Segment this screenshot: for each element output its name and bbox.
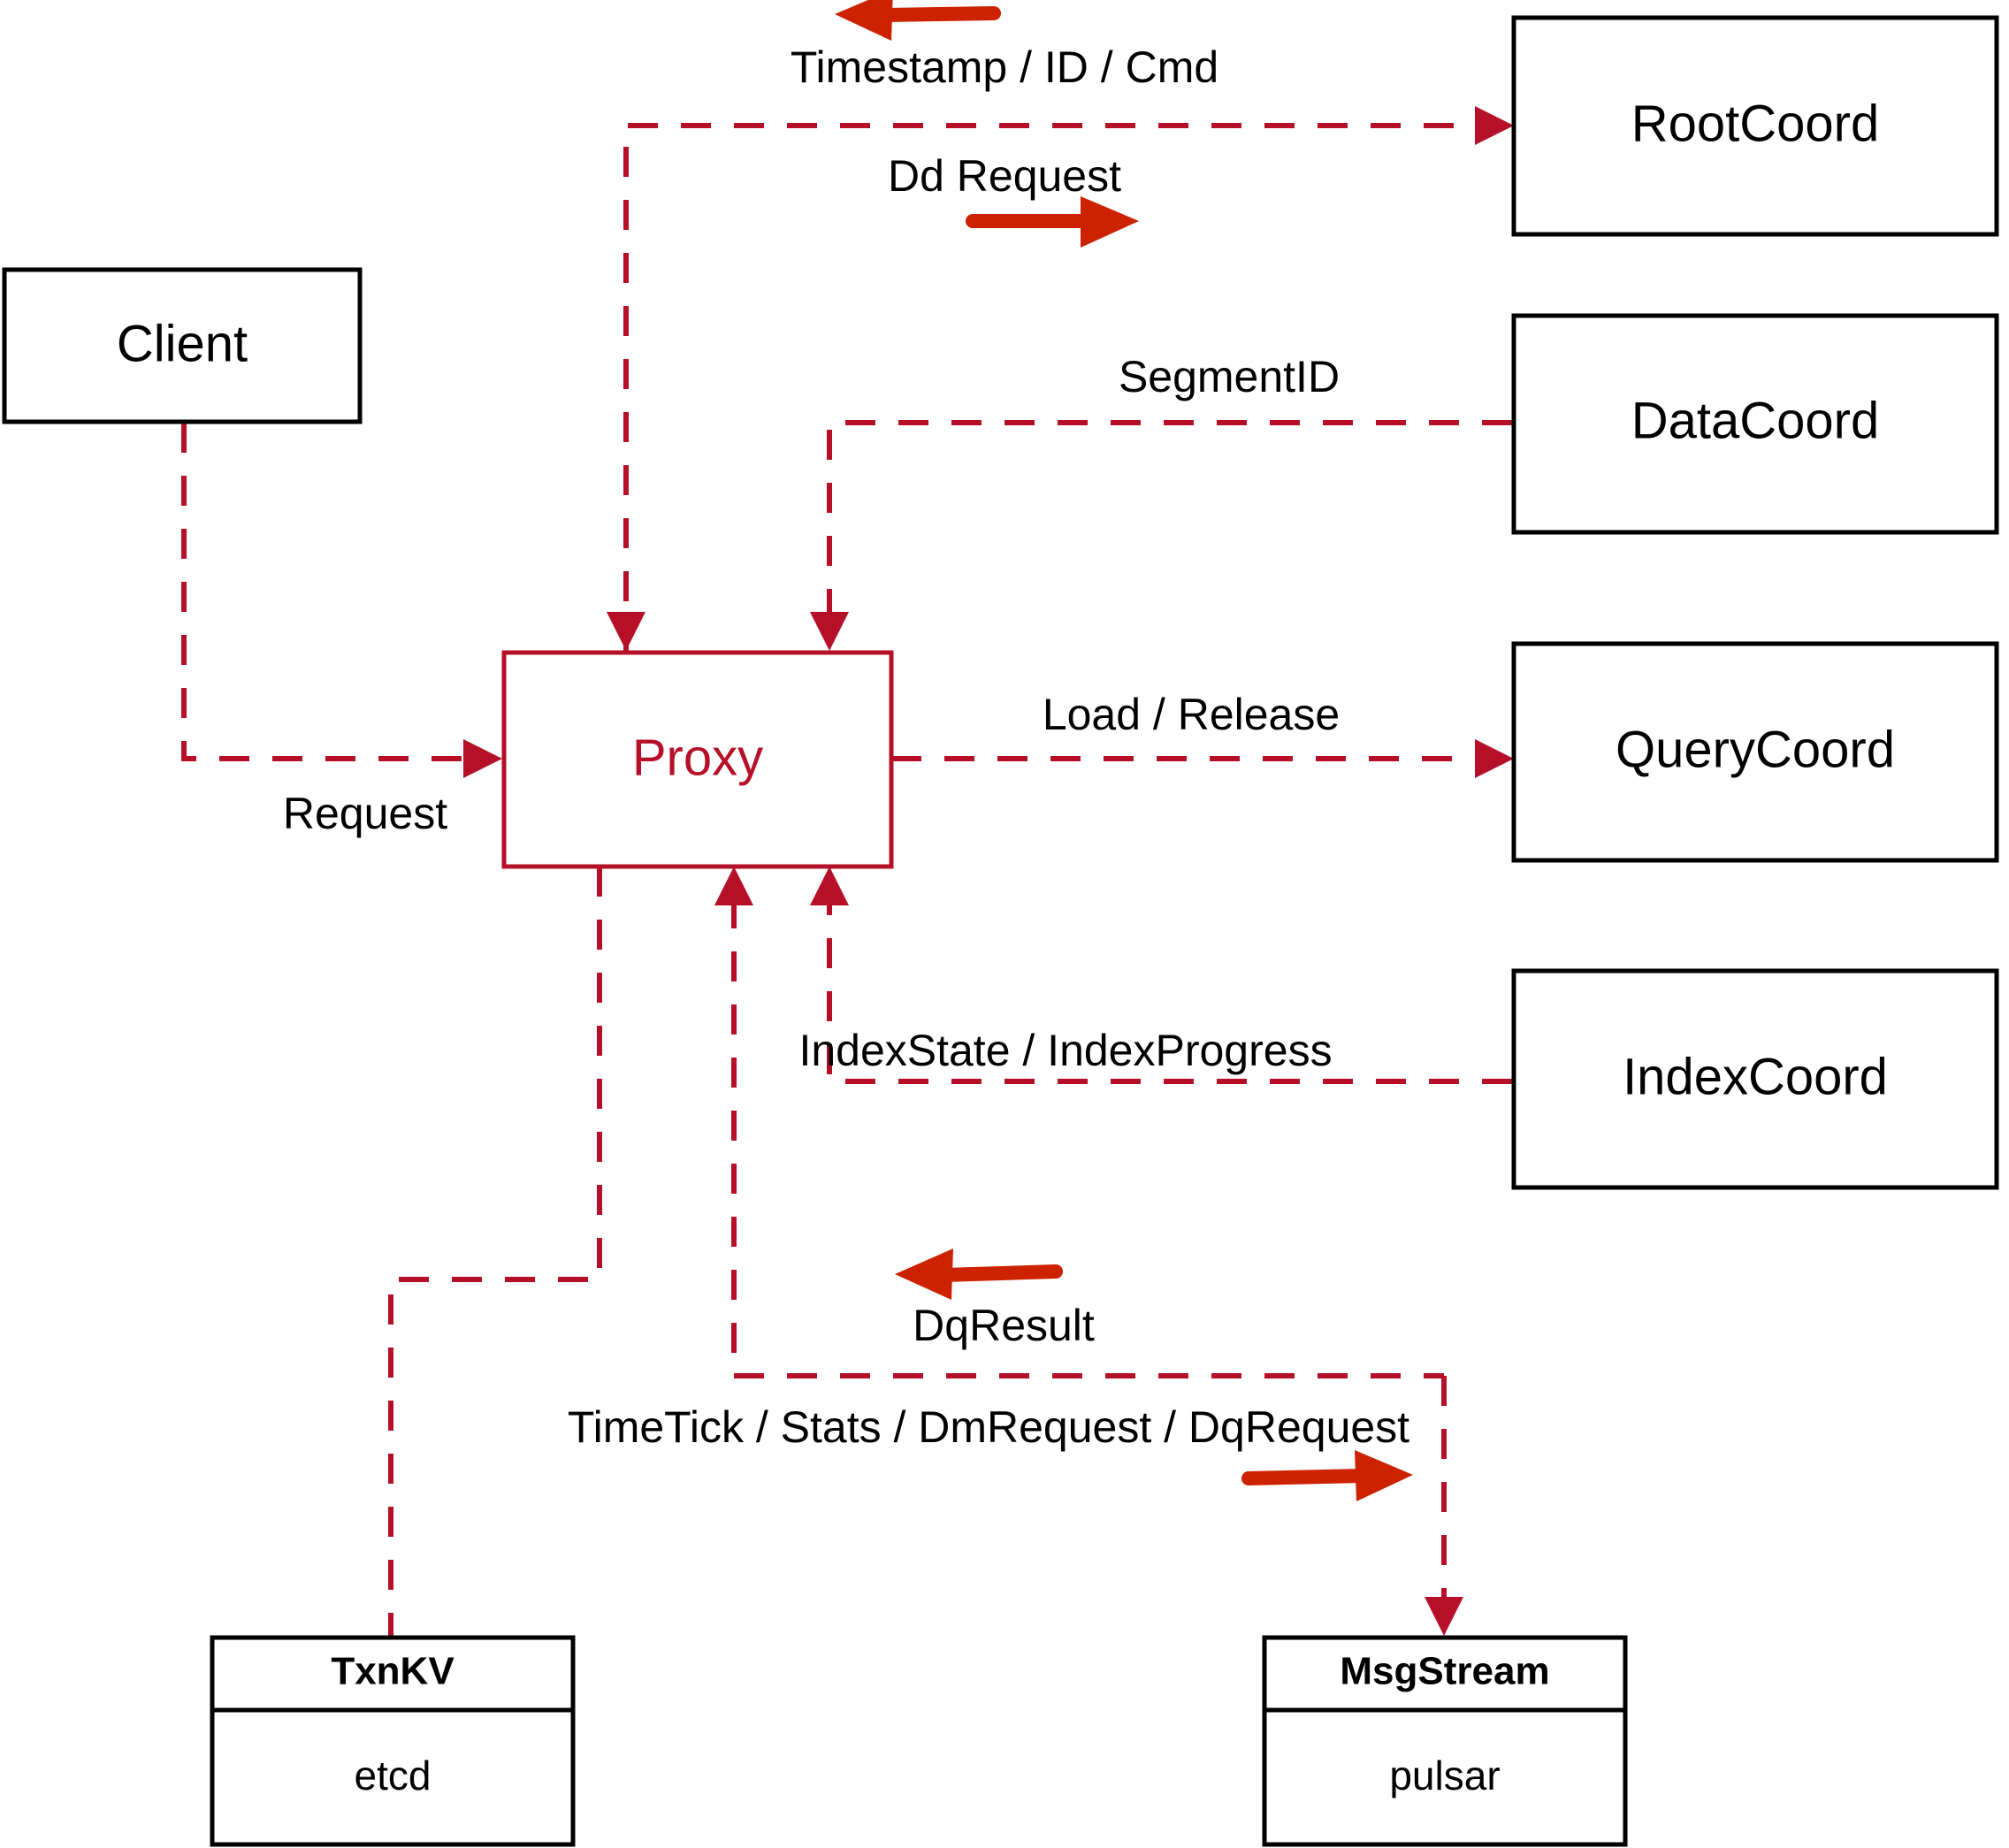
node-indexcoord-label: IndexCoord: [1623, 1048, 1888, 1105]
bold-arrow-timestamp-left: [835, 0, 1001, 41]
flow-proxy-rootcoord: [623, 106, 1514, 654]
node-txnkv-label: TxnKV: [331, 1650, 455, 1693]
node-msgstream[interactable]: MsgStream pulsar: [1262, 1635, 1628, 1847]
flow-rootcoord-proxy-arrowhead: [607, 612, 645, 651]
edge-label-index-state-progress: IndexState / IndexProgress: [798, 1026, 1332, 1075]
node-client[interactable]: Client: [2, 267, 363, 424]
node-datacoord[interactable]: DataCoord: [1511, 313, 1999, 535]
flow-proxy-msgstream: [1425, 1376, 1463, 1636]
edge-label-request: Request: [283, 789, 447, 838]
node-proxy-label: Proxy: [632, 729, 763, 786]
node-datacoord-label: DataCoord: [1631, 392, 1879, 449]
bold-arrow-dd-request-right: [966, 196, 1139, 248]
edge-label-load-release: Load / Release: [1043, 690, 1340, 739]
node-txnkv[interactable]: TxnKV etcd: [210, 1635, 576, 1847]
node-msgstream-implementation: pulsar: [1389, 1753, 1500, 1798]
node-rootcoord-label: RootCoord: [1631, 95, 1879, 152]
node-msgstream-label: MsgStream: [1340, 1650, 1549, 1693]
flow-proxy-txnkv: [388, 867, 602, 1636]
bold-arrow-timetick-right: [1241, 1450, 1413, 1501]
node-rootcoord[interactable]: RootCoord: [1511, 15, 1999, 237]
flow-client-proxy: [181, 423, 502, 778]
node-querycoord[interactable]: QueryCoord: [1511, 641, 1999, 863]
edge-label-dd-request: Dd Request: [888, 151, 1121, 201]
node-indexcoord[interactable]: IndexCoord: [1511, 968, 1999, 1190]
bold-arrow-dqresult-left: [895, 1249, 1063, 1300]
edge-label-segment-id: SegmentID: [1119, 352, 1340, 401]
edge-label-timetick-stats: TimeTick / Stats / DmRequest / DqRequest: [568, 1402, 1409, 1452]
node-querycoord-label: QueryCoord: [1616, 721, 1895, 778]
node-client-label: Client: [117, 315, 248, 372]
node-txnkv-implementation: etcd: [355, 1753, 432, 1798]
node-proxy[interactable]: Proxy: [501, 650, 894, 869]
flow-datacoord-proxy: [810, 420, 1512, 651]
flow-proxy-querycoord: [891, 739, 1514, 778]
flow-indexcoord-proxy: [810, 867, 1512, 1084]
flow-msgstream-proxy-dqresult: [714, 867, 1444, 1378]
edge-label-dq-result: DqResult: [913, 1301, 1095, 1350]
edge-label-timestamp-id-cmd: Timestamp / ID / Cmd: [791, 42, 1218, 92]
